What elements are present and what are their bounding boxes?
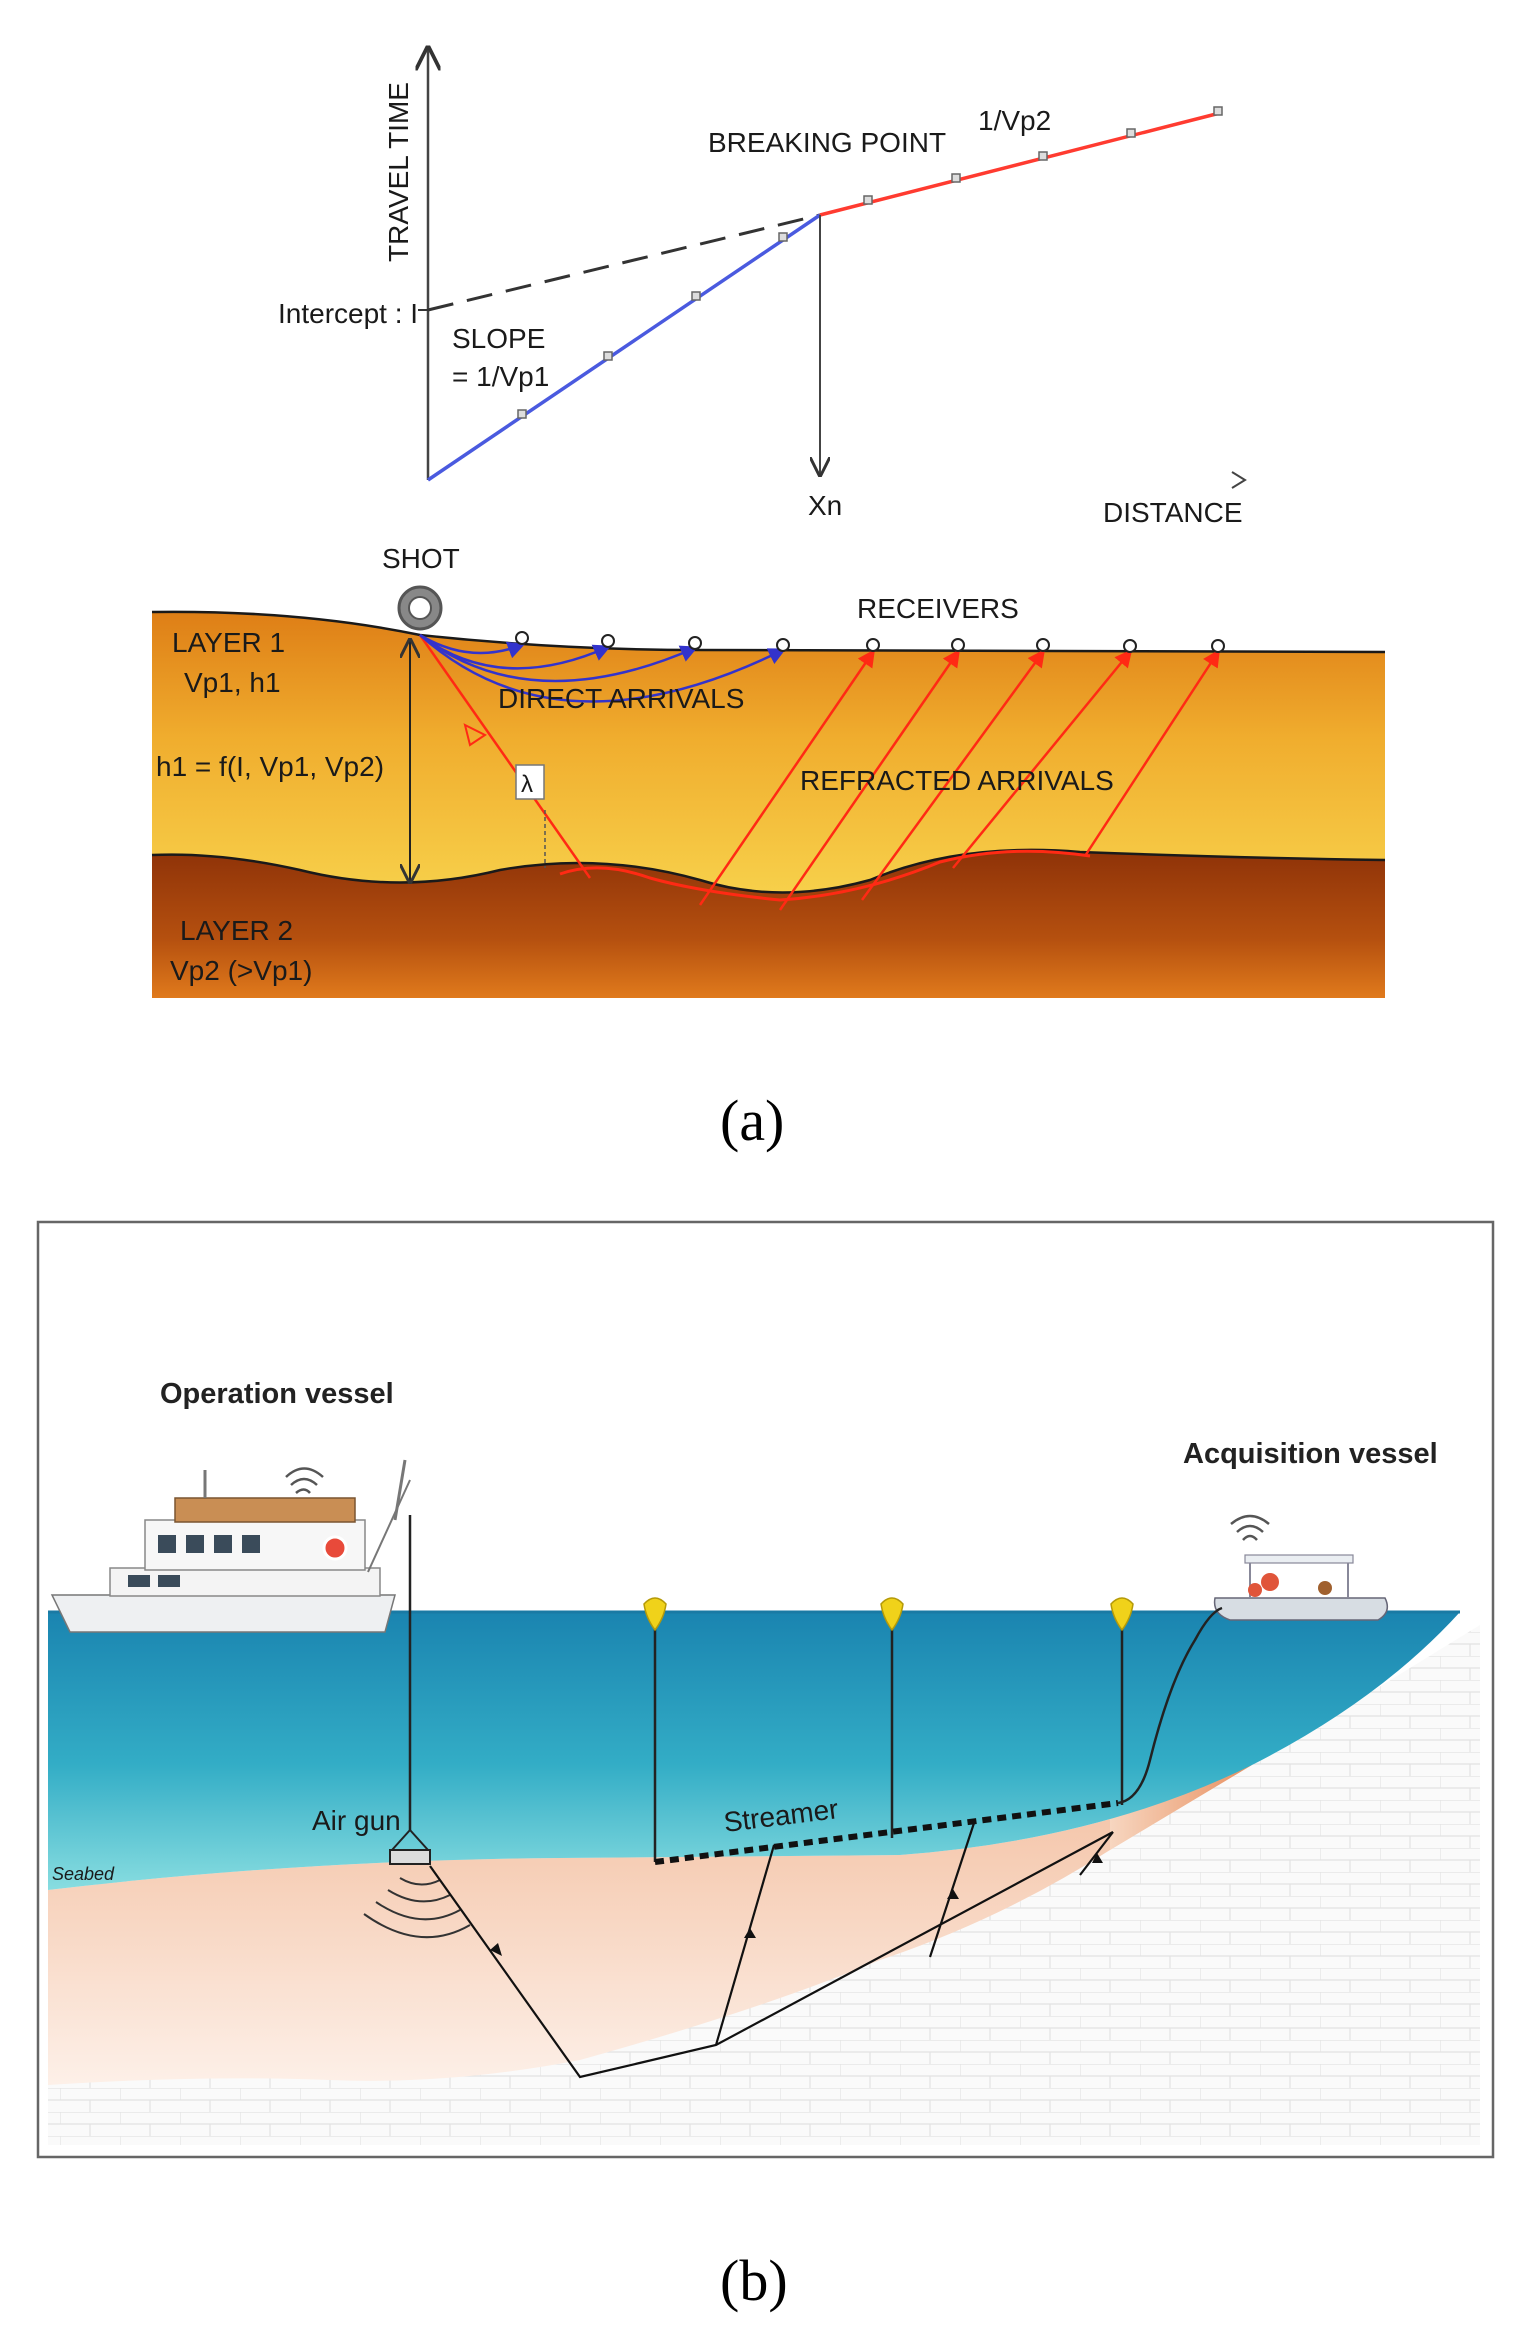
seabed-sediment <box>48 1765 1252 2085</box>
direct-point-1 <box>517 409 527 419</box>
refracted-arrival-line <box>819 111 1221 217</box>
seabed-label: Seabed <box>52 1864 115 1884</box>
ray-arrow-icons <box>490 1853 1103 1956</box>
layer1-title: LAYER 1 <box>172 627 285 658</box>
refracted-ray-2 <box>778 649 960 911</box>
xn-label: Xn <box>808 490 842 521</box>
direct-point-3 <box>691 291 701 301</box>
direct-point-4 <box>778 232 788 242</box>
interface-line <box>151 848 1386 894</box>
buoy-1-icon <box>643 1597 667 1632</box>
refracted-arrivals-label: REFRACTED ARRIVALS <box>800 765 1114 796</box>
receiver-3 <box>688 636 702 650</box>
breaking-point-label: BREAKING POINT <box>708 127 946 158</box>
panel-b: Operation vessel Acquisition vessel A <box>36 1220 1495 2313</box>
ray-up-1 <box>714 1844 776 2046</box>
refracted-point-4 <box>1126 128 1136 138</box>
receivers-label: RECEIVERS <box>857 593 1019 624</box>
shot-source-icon <box>397 585 443 631</box>
slope2-label: 1/Vp2 <box>978 105 1051 136</box>
direct-arrival-rays <box>419 633 787 703</box>
slope-sediment <box>1110 1765 1252 1850</box>
slope-label-line1: SLOPE <box>452 323 545 354</box>
intercept-dashed-extension <box>427 213 821 312</box>
ray-up-2 <box>928 1819 977 1958</box>
incident-ray <box>418 634 592 879</box>
receiver-5 <box>866 638 880 652</box>
x-axis-arrow-icon <box>1231 471 1247 489</box>
seismic-rays <box>429 1819 1114 2079</box>
slope-label-line2: = 1/Vp1 <box>452 361 549 392</box>
air-gun-icon <box>389 1849 431 1865</box>
layer1-body <box>152 611 1385 893</box>
water-column <box>48 1612 1460 1890</box>
direct-ray-3 <box>419 634 699 683</box>
refracted-ray-4 <box>952 649 1133 869</box>
layer2-body <box>152 849 1385 998</box>
receiver-9 <box>1211 639 1225 653</box>
streamer-tow-cable <box>1117 1606 1223 1805</box>
air-gun-bridle <box>391 1829 429 1851</box>
direct-ray-4 <box>419 634 787 703</box>
refracted-point-5 <box>1213 106 1223 116</box>
ray-up-3 <box>1079 1831 1114 1876</box>
refracted-point-2 <box>951 173 961 183</box>
receiver-7 <box>1036 638 1050 652</box>
refracted-data-points <box>863 106 1223 205</box>
angle-symbol: λ <box>521 771 533 798</box>
caption-a: (a) <box>720 1088 784 1153</box>
angle-box <box>515 764 545 800</box>
receiver-1 <box>515 631 529 645</box>
receiver-8 <box>1123 639 1137 653</box>
receiver-2 <box>601 634 615 648</box>
refracted-head-wave <box>559 849 1091 902</box>
refracted-point-1 <box>863 195 873 205</box>
operation-vessel-label: Operation vessel <box>160 1378 394 1410</box>
streamer <box>654 1800 1119 1865</box>
refracted-rays <box>698 649 1220 911</box>
x-axis-label: DISTANCE <box>1103 497 1243 528</box>
buoy-3-icon <box>1110 1597 1134 1632</box>
direct-arrivals-label: DIRECT ARRIVALS <box>498 683 744 714</box>
layer2-title: LAYER 2 <box>180 915 293 946</box>
panel-a: TRAVEL TIME DISTANCE Intercept : I <box>151 48 1386 1153</box>
ray-down <box>429 1831 1114 2079</box>
acquisition-vessel-icon <box>1213 1554 1389 1621</box>
caption-b: (b) <box>720 2248 788 2313</box>
acquisition-vessel-signal-icon <box>1230 1514 1270 1541</box>
air-gun-wave-icon <box>363 1877 471 1939</box>
air-gun-label: Air gun <box>312 1805 401 1836</box>
buoy-2-icon <box>880 1597 904 1632</box>
receiver-4 <box>776 638 790 652</box>
refracted-ray-5 <box>1083 649 1220 857</box>
layer1-params: Vp1, h1 <box>184 667 281 698</box>
direct-arrival-line <box>427 213 821 482</box>
direct-point-2 <box>603 351 613 361</box>
cross-section: SHOT RECEIVERS λ LAYER 1 Vp1, h1 h1 = f(… <box>151 543 1386 998</box>
incident-ray-arrow-icon <box>463 723 487 747</box>
operation-vessel-icon <box>50 1459 411 1633</box>
receiver-6 <box>951 638 965 652</box>
shot-label: SHOT <box>382 543 460 574</box>
layer2-params: Vp2 (>Vp1) <box>170 955 312 986</box>
direct-data-points <box>517 232 788 419</box>
acquisition-vessel-label: Acquisition vessel <box>1183 1438 1438 1470</box>
y-axis-label: TRAVEL TIME <box>383 82 414 262</box>
intercept-label: Intercept : I <box>278 298 418 329</box>
operation-vessel-signal-icon <box>285 1467 324 1494</box>
direct-ray-1 <box>419 633 526 659</box>
h1-formula: h1 = f(I, Vp1, Vp2) <box>156 751 384 782</box>
travel-time-graph: TRAVEL TIME DISTANCE Intercept : I <box>278 48 1247 528</box>
refracted-ray-1 <box>698 649 875 906</box>
refracted-ray-3 <box>860 649 1046 901</box>
buoy-lines <box>653 1628 1124 1862</box>
buoys <box>643 1597 1134 1632</box>
receivers <box>515 631 1225 653</box>
refracted-point-3 <box>1038 151 1048 161</box>
